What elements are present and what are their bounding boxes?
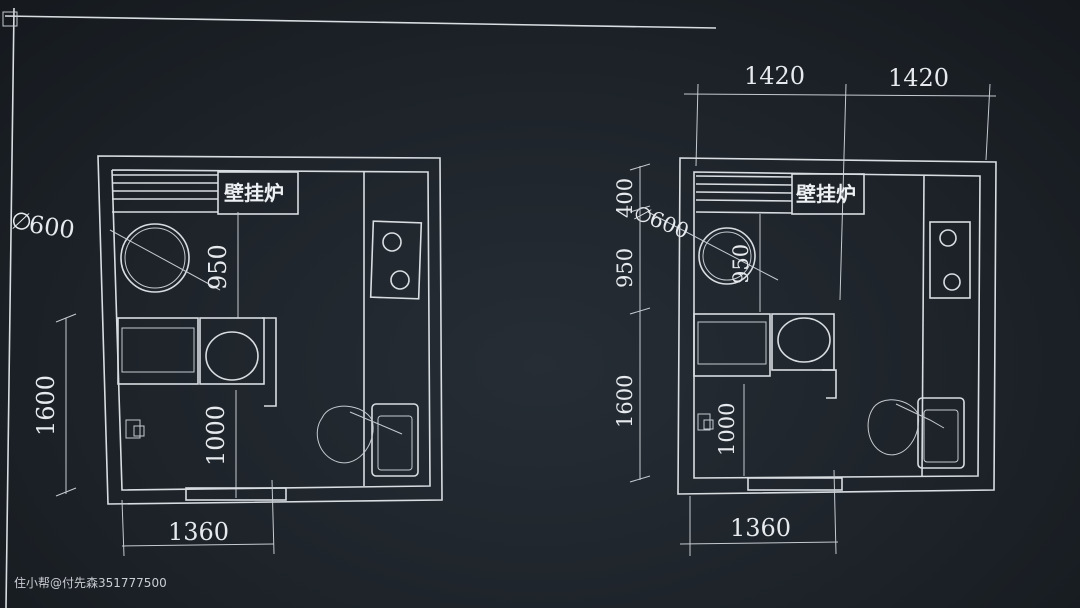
right-diameter-leader <box>647 211 779 281</box>
left-door <box>185 487 287 501</box>
right-1360-ext-b <box>833 469 837 555</box>
left-round-fixture-inner <box>124 227 186 289</box>
left-person-arm <box>349 411 403 435</box>
right-950-inner-label: 950 <box>729 244 753 284</box>
right-person-arm <box>895 403 945 429</box>
frame-corner-marker <box>2 11 18 27</box>
left-partition-wall <box>262 317 277 407</box>
right-left-tick-c <box>629 307 651 315</box>
right-1000-label: 1000 <box>715 403 739 456</box>
left-1600-tick-b <box>55 487 77 497</box>
left-valve <box>125 419 141 439</box>
left-bathtub-inner <box>121 327 195 373</box>
right-partition-wall <box>822 369 837 399</box>
right-diameter-label: 600 <box>646 206 692 243</box>
left-sink <box>371 403 419 477</box>
left-1000-label: 1000 <box>202 405 230 466</box>
right-top-ext-b <box>839 83 847 301</box>
right-cooktop <box>929 221 971 299</box>
left-valve-knob <box>133 425 145 437</box>
right-counter-edge <box>921 175 925 477</box>
watermark: 住小帮@付先森351777500 <box>14 576 167 590</box>
right-wash-basin <box>777 317 831 363</box>
right-bathtub-inner <box>697 321 767 365</box>
right-person-figure <box>867 399 920 456</box>
right-valve-knob <box>703 419 714 430</box>
left-boiler-box <box>217 171 299 215</box>
right-left-tick-a <box>629 163 651 171</box>
right-1420a-label: 1420 <box>744 62 805 90</box>
left-person-figure <box>316 405 374 464</box>
left-1360-dim-line <box>121 543 275 547</box>
right-door <box>747 477 843 491</box>
right-vent-line-4 <box>695 199 793 202</box>
left-bathtub <box>117 317 199 385</box>
right-vent-line-1 <box>695 175 793 178</box>
frame-left-line <box>5 7 15 608</box>
right-round-fixture <box>698 227 756 285</box>
left-sink-basin <box>377 415 413 471</box>
left-1360-label: 1360 <box>168 518 229 546</box>
right-boiler-shelf <box>695 211 793 214</box>
right-bathtub <box>693 313 771 377</box>
right-sink <box>917 397 965 469</box>
right-outer-wall <box>677 157 997 495</box>
left-diameter-label: 600 <box>27 210 76 244</box>
right-left-tick-d <box>629 475 651 483</box>
right-left-tick-b <box>629 205 651 213</box>
right-top-dim-line <box>683 93 997 97</box>
left-boiler-label: 壁挂炉 <box>224 181 284 205</box>
right-vanity <box>771 313 835 371</box>
left-diameter-prefix: ∅ <box>9 206 34 237</box>
frame-top-line <box>4 15 717 29</box>
right-burner-2 <box>943 273 961 291</box>
left-1360-ext-b <box>271 479 275 555</box>
left-1360-ext-a <box>121 499 125 557</box>
left-950-label: 950 <box>204 244 232 290</box>
right-1360-label: 1360 <box>730 514 791 542</box>
right-1360-dim-line <box>679 541 839 545</box>
right-1420b-label: 1420 <box>888 64 949 92</box>
left-burner-2 <box>390 270 410 290</box>
right-sink-basin <box>923 409 959 463</box>
right-round-fixture-inner <box>702 231 752 281</box>
left-1600-label: 1600 <box>32 375 60 436</box>
right-1600-label: 1600 <box>613 375 637 428</box>
right-boiler-box <box>791 173 865 215</box>
right-top-ext-c <box>985 83 991 161</box>
left-inner-wall <box>111 169 431 491</box>
left-vanity <box>199 317 265 385</box>
left-outer-wall <box>97 155 443 505</box>
right-boiler-label: 壁挂炉 <box>796 182 856 206</box>
left-wash-basin <box>205 331 259 381</box>
left-floor-plan: 壁挂炉 ∅ 600 950 1000 <box>9 155 443 557</box>
left-diameter-leader <box>109 229 221 291</box>
right-top-ext-a <box>695 83 699 167</box>
left-burner-1 <box>382 232 402 252</box>
right-floor-plan: 1420 1420 壁挂炉 ∅ 600 950 400 950 1600 <box>613 62 997 556</box>
right-400-label: 400 <box>613 178 637 218</box>
right-vent-line-2 <box>695 183 793 186</box>
right-valve <box>697 413 711 431</box>
right-950-outer-label: 950 <box>613 248 637 288</box>
left-1600-tick-a <box>55 313 77 323</box>
left-cooktop <box>369 220 423 300</box>
right-vent-line-3 <box>695 191 793 194</box>
left-round-fixture <box>120 223 190 293</box>
right-burner-1 <box>939 229 957 247</box>
